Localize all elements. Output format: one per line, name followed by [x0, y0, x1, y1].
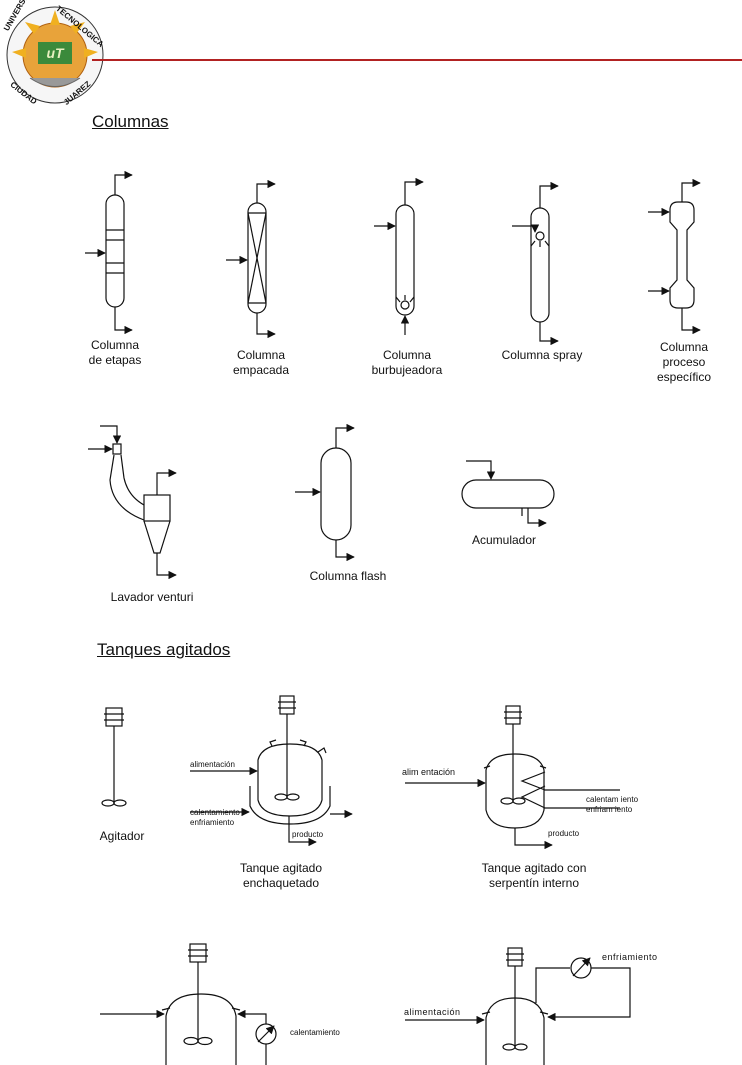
- stream-label-producto-serpentin: producto: [548, 829, 580, 838]
- stream-label-enfriamiento-cond: enfriamiento: [602, 952, 658, 962]
- label-line: Columna: [236, 348, 286, 362]
- tanque-enchaquetado-symbol: [190, 695, 353, 847]
- label-columna-flash: Columna flash: [309, 569, 387, 583]
- label-line: serpentín interno: [488, 876, 580, 890]
- label-line: Columna: [659, 340, 709, 354]
- label-line: Tanque agitado: [239, 861, 323, 875]
- label-line: burbujeadora: [371, 363, 443, 377]
- acumulador-symbol: [461, 460, 555, 528]
- label-acumulador: Acumulador: [471, 533, 537, 547]
- stream-label-alimentacion-serpentin: alim entación: [402, 767, 456, 777]
- label-columna-empacada: Columna empacada: [224, 348, 298, 378]
- columna-spray-symbol: [512, 181, 559, 346]
- stream-label-alimentacion: alimentación: [190, 760, 235, 769]
- stream-label-producto: producto: [292, 830, 324, 839]
- label-columna-spray: Columna spray: [501, 348, 583, 362]
- label-columna-burbujeadora: Columna burbujeadora: [362, 348, 452, 378]
- stream-label-calentamiento: calentamiento: [190, 808, 240, 817]
- agitador-symbol: [101, 707, 127, 807]
- stream-label-calentamiento-ext: calentamiento: [290, 1028, 340, 1037]
- label-columna-etapas: Columna de etapas: [80, 338, 150, 368]
- university-logo: uT UNIVERSIDAD TECNOLOGICA CIUDAD JUAREZ: [0, 0, 120, 118]
- columna-proceso-symbol: [648, 178, 701, 335]
- label-line: de etapas: [88, 353, 142, 367]
- columna-flash-symbol: [295, 423, 355, 562]
- label-line: específico: [656, 370, 712, 384]
- tanque-condensador-symbol: [405, 947, 631, 1065]
- section-heading-columnas: Columnas: [92, 112, 169, 131]
- label-tanque-enchaquetado: Tanque agitado enchaquetado: [226, 861, 336, 891]
- label-line: proceso: [662, 355, 706, 369]
- columna-etapas-symbol: [85, 170, 133, 335]
- label-line: empacada: [232, 363, 290, 377]
- columna-empacada-symbol: [226, 179, 276, 339]
- svg-text:uT: uT: [46, 45, 65, 61]
- tanque-intercambiador-ext-symbol: [100, 943, 277, 1065]
- label-lavador-venturi: Lavador venturi: [110, 590, 194, 604]
- label-line: Columna: [382, 348, 432, 362]
- stream-label-enfriamiento-serpentin: enfriam iento: [586, 805, 633, 814]
- section-heading-tanques: Tanques agitados: [97, 640, 231, 659]
- logo-emblem: uT: [6, 6, 104, 104]
- stream-label-calentamiento-serpentin: calentam iento: [586, 795, 639, 804]
- tanque-serpentin-symbol: [405, 705, 620, 850]
- stream-label-enfriamiento: enfriamiento: [190, 818, 235, 827]
- label-tanque-serpentin: Tanque agitado con serpentín interno: [466, 861, 602, 891]
- label-agitador: Agitador: [99, 829, 145, 843]
- stream-label-alimentacion-cond: alimentación: [404, 1007, 461, 1017]
- lavador-venturi-symbol: [88, 425, 177, 580]
- label-line: Columna: [90, 338, 140, 352]
- label-columna-proceso: Columna proceso específico: [646, 340, 722, 385]
- label-line: Tanque agitado con: [481, 861, 587, 875]
- label-line: enchaquetado: [242, 876, 320, 890]
- columna-burbujeadora-symbol: [374, 177, 424, 335]
